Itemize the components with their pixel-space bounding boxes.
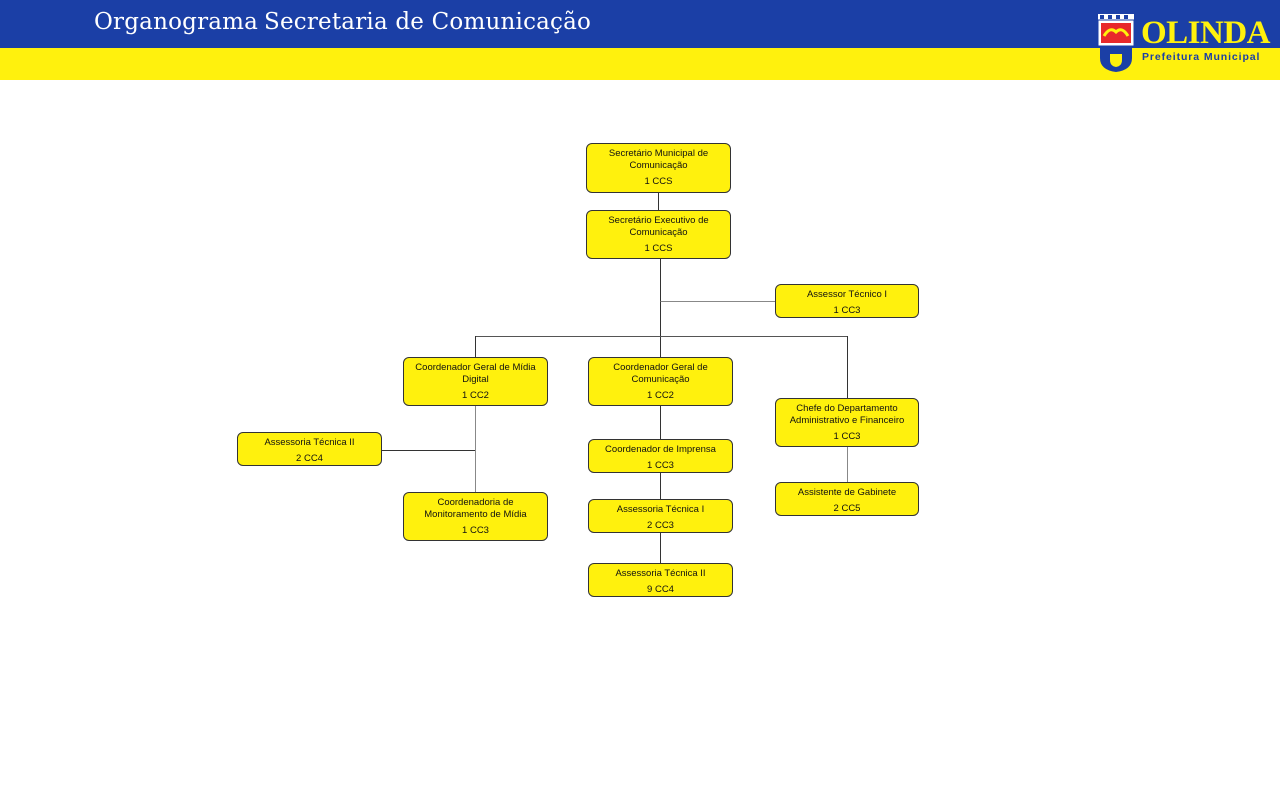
org-node-assessoria-tecnica-i: Assessoria Técnica I 2 CC3	[588, 499, 733, 533]
org-node-coord-comunicacao: Coordenador Geral de Comunicação 1 CC2	[588, 357, 733, 406]
org-node-chefe-departamento: Chefe do Departamento Administrativo e F…	[775, 398, 919, 447]
node-count: 1 CCS	[644, 243, 673, 254]
org-node-coord-midia-digital: Coordenador Geral de Mídia Digital 1 CC2	[403, 357, 548, 406]
node-count: 1 CC3	[647, 460, 674, 471]
org-node-secretario-executivo: Secretário Executivo de Comunicação 1 CC…	[586, 210, 731, 259]
org-node-coord-monitoramento: Coordenadoria de Monitoramento de Mídia …	[403, 492, 548, 541]
node-count: 1 CC3	[833, 305, 861, 316]
node-title: Coordenador Geral de Comunicação	[613, 362, 708, 385]
org-node-assessoria-tecnica-ii: Assessoria Técnica II 9 CC4	[588, 563, 733, 597]
node-title: Coordenador de Imprensa	[605, 444, 716, 455]
node-count: 1 CC3	[462, 525, 489, 536]
node-count: 2 CC3	[647, 520, 674, 531]
olinda-crest-icon	[1097, 14, 1135, 72]
org-node-assessoria-tecnica-ii-digital: Assessoria Técnica II 2 CC4	[237, 432, 382, 466]
node-count: 1 CC2	[462, 390, 489, 401]
node-count: 1 CCS	[644, 176, 673, 187]
node-count: 9 CC4	[647, 584, 674, 595]
node-count: 2 CC4	[296, 453, 323, 464]
brand-subtitle: Prefeitura Municipal	[1142, 51, 1261, 63]
node-count: 1 CC3	[833, 431, 861, 442]
node-count: 2 CC5	[833, 503, 861, 514]
org-node-assistente-gabinete: Assistente de Gabinete 2 CC5	[775, 482, 919, 516]
node-title: Assessor Técnico I	[806, 289, 888, 300]
node-title: Assessoria Técnica II	[615, 568, 706, 579]
org-node-secretario-municipal: Secretário Municipal de Comunicação 1 CC…	[586, 143, 731, 193]
node-title: Chefe do Departamento Administrativo e F…	[789, 403, 905, 426]
header-bar	[0, 0, 1280, 48]
node-count: 1 CC2	[647, 390, 674, 401]
header-yellow-stripe	[0, 48, 1280, 80]
node-title: Assessoria Técnica I	[616, 504, 705, 515]
page-title: Organograma	[94, 9, 259, 35]
org-node-coord-imprensa: Coordenador de Imprensa 1 CC3	[588, 439, 733, 473]
node-title: Coordenador Geral de Mídia Digital	[415, 362, 536, 385]
page-subtitle: Secretaria de Comunicação	[264, 9, 592, 35]
node-title: Secretário Executivo de Comunicação	[608, 215, 709, 238]
node-title: Coordenadoria de Monitoramento de Mídia	[424, 497, 527, 520]
org-node-assessor-tecnico-i: Assessor Técnico I 1 CC3	[775, 284, 919, 318]
node-title: Assistente de Gabinete	[797, 487, 897, 498]
brand-name: OLINDA	[1141, 15, 1271, 51]
node-title: Secretário Municipal de Comunicação	[608, 148, 709, 171]
node-title: Assessoria Técnica II	[264, 437, 355, 448]
